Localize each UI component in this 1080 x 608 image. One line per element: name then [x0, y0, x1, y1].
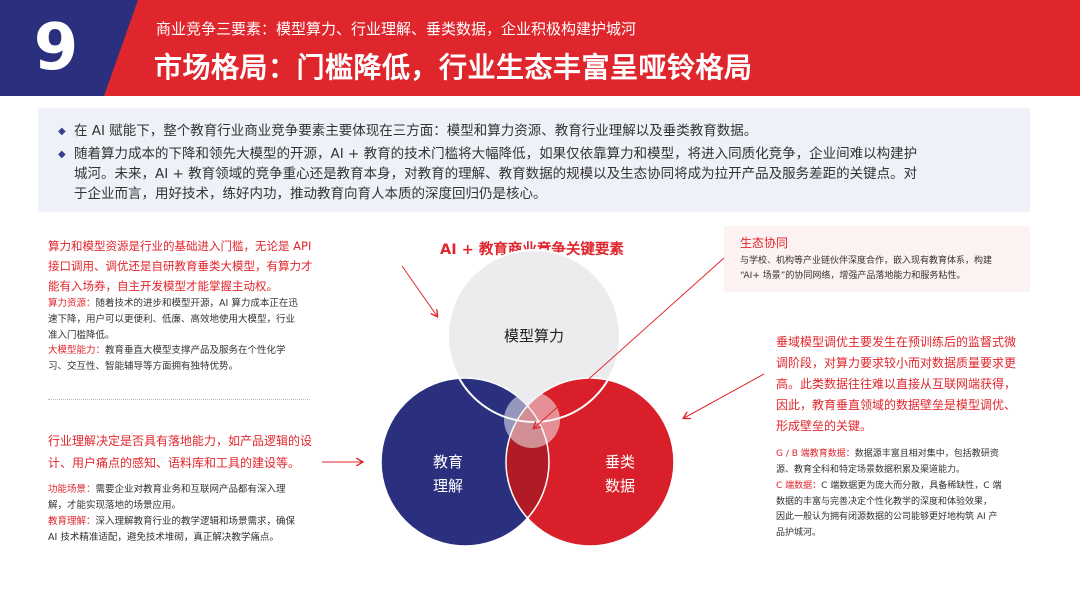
header-banner: 9 商业竞争三要素：模型算力、行业理解、垂类数据，企业积极构建护城河 市场格局：… [0, 0, 1080, 96]
diamond-bullet-icon: ◆ [58, 126, 66, 137]
venn-label-education: 教育理解 [432, 453, 463, 495]
intro-bullet-2: ◆随着算力成本的下降和领先大模型的开源，AI + 教育的技术门槛将大幅降低，如果… [58, 144, 917, 165]
left-top-item-compute: 算力资源：随着技术的进步和模型开源，AI 算力成本正在迅 速下降，用户可以更便利… [48, 298, 298, 341]
diamond-bullet-icon: ◆ [58, 149, 66, 160]
venn-label-model: 模型算力 [503, 327, 564, 345]
divider [48, 399, 310, 400]
eco-title: 生态协同 [740, 236, 789, 250]
intro-bullet-1: ◆在 AI 赋能下，整个教育行业商业竞争要素主要体现在三方面：模型和算力资源、教… [58, 121, 757, 142]
right-item-gb-data: G / B 端教育数据：数据源丰富且相对集中，包括教研资 源、教育全科和特定场景… [776, 449, 999, 475]
intro-bullet-2-line-2: 城河。未来，AI + 教育领域的竞争重心还是教育本身，对教育的理解、教育数据的规… [74, 166, 918, 182]
left-top-item-model: 大模型能力：教育垂直大模型支撑产品及服务在个性化学 习、交互性、智能辅导等方面拥… [48, 345, 286, 372]
left-bottom-headline: 行业理解决定是否具有落地能力，如产品逻辑的设 计、用户痛点的感知、语料库和工具的… [48, 434, 313, 470]
arrow-to-data [684, 373, 765, 418]
header-background [0, 0, 1080, 96]
left-bottom-item-education: 教育理解：深入理解教育行业的教学逻辑和场景需求，确保 AI 技术精准适配，避免技… [48, 516, 296, 543]
header-subtitle: 商业竞争三要素：模型算力、行业理解、垂类数据，企业积极构建护城河 [156, 20, 637, 38]
right-item-c-data: C 端数据：C 端数据更为庞大而分散，具备稀缺性，C 端 数据的丰富与完善决定个… [776, 481, 1002, 538]
arrow-to-center [534, 257, 725, 428]
intro-box [38, 108, 1030, 212]
section-number: 9 [33, 11, 79, 85]
page-title: 市场格局：门槛降低，行业生态丰富呈哑铃格局 [154, 51, 753, 84]
right-headline: 垂域模型调优主要发生在预训练后的监督式微 调阶段，对算力要求较小而对数据质量要求… [776, 335, 1017, 433]
intro-bullet-2-line-3: 于企业而言，用好技术，练好内功，推动教育向育人本质的深度回归仍是核心。 [74, 186, 547, 202]
left-bottom-item-function: 功能场景：需要企业对教育业务和互联网产品都有深入理 解，才能实现落地的场景应用。 [48, 484, 286, 511]
eco-box [724, 226, 1030, 292]
venn-center-overlap [504, 392, 560, 448]
venn-label-data: 垂类数据 [604, 453, 635, 495]
arrow-to-model [401, 265, 437, 316]
left-top-headline: 算力和模型资源是行业的基础进入门槛，无论是 API 接口调用、调优还是自研教育垂… [48, 239, 313, 293]
eco-text: 与学校、机构等产业链伙伴深度合作，嵌入现有教育体系，构建 “AI+ 场景”的协同… [740, 256, 993, 281]
